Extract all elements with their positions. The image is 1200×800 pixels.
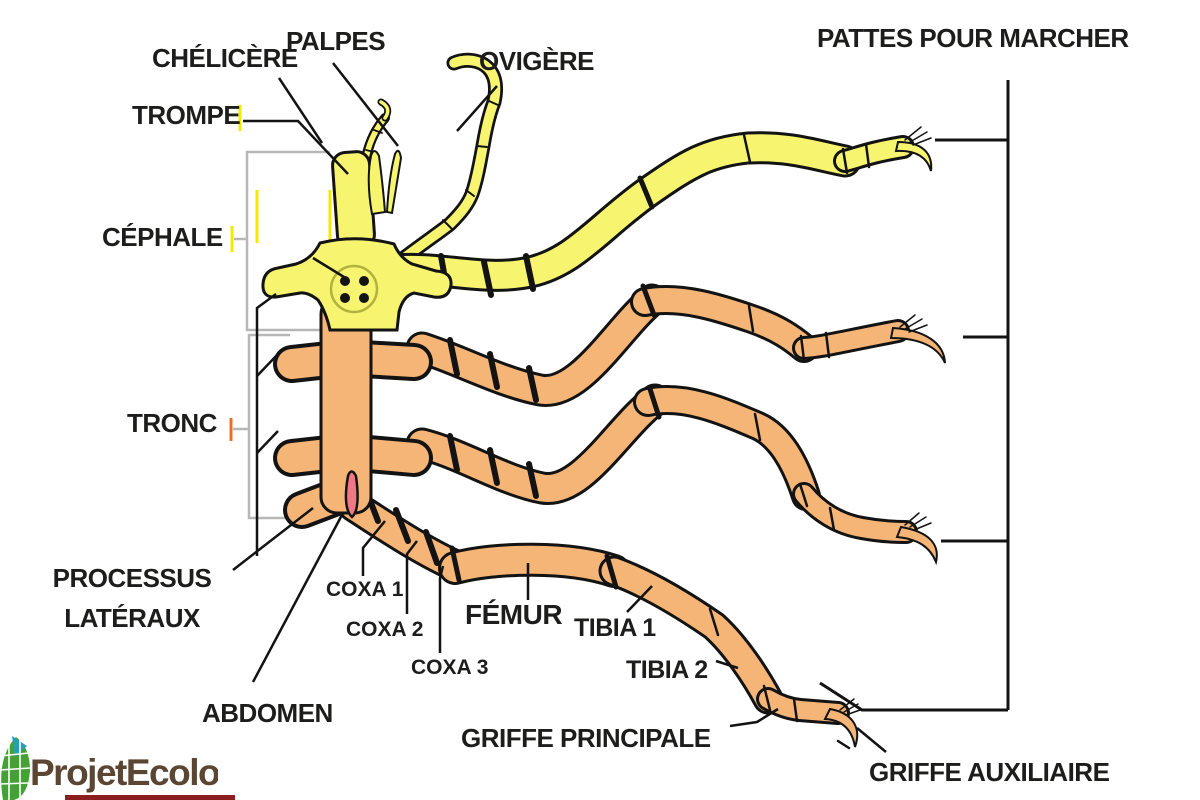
label-chelicere: CHÉLICÈRE xyxy=(152,43,298,73)
tick-marks xyxy=(229,105,332,441)
walking-leg-3 xyxy=(405,383,938,566)
label-tibia1: TIBIA 1 xyxy=(574,614,656,642)
tronc-bracket xyxy=(233,333,320,520)
cephale-bracket xyxy=(234,150,330,332)
label-coxa2: COXA 2 xyxy=(346,618,424,641)
leader-lines xyxy=(232,62,887,753)
label-coxa1: COXA 1 xyxy=(326,578,404,601)
label-ovigere: OVIGÈRE xyxy=(479,46,594,76)
label-griffe-principale: GRIFFE PRINCIPALE xyxy=(461,723,711,753)
label-processus-line2: LATÉRAUX xyxy=(64,603,200,633)
leaf-icon xyxy=(0,736,235,800)
walking-leg-4 xyxy=(337,487,861,750)
ovigere-appendage xyxy=(396,52,504,266)
walking-legs-bracket xyxy=(819,80,1010,712)
label-cephale: CÉPHALE xyxy=(102,222,223,252)
label-pattes-pour-marcher: PATTES POUR MARCHER xyxy=(817,23,1129,53)
label-femur: FÉMUR xyxy=(465,599,563,630)
label-abdomen: ABDOMEN xyxy=(202,698,333,728)
sea-spider-body xyxy=(261,52,946,750)
label-griffe-auxiliaire: GRIFFE AUXILIAIRE xyxy=(869,757,1110,787)
label-tibia2: TIBIA 2 xyxy=(626,656,708,684)
label-trompe: TROMPE xyxy=(132,100,241,130)
chelicere-appendage xyxy=(367,149,403,216)
label-processus-lateraux: PROCESSUS LATÉRAUX xyxy=(52,558,212,638)
label-coxa3: COXA 3 xyxy=(411,656,489,679)
label-processus-line1: PROCESSUS xyxy=(52,563,212,593)
abdomen-part xyxy=(344,470,359,519)
label-tronc: TRONC xyxy=(127,408,217,438)
label-palpes: PALPES xyxy=(286,26,386,56)
logo-projetecolo: ProjetEcolo xyxy=(30,752,218,793)
walking-leg-2 xyxy=(405,283,946,407)
